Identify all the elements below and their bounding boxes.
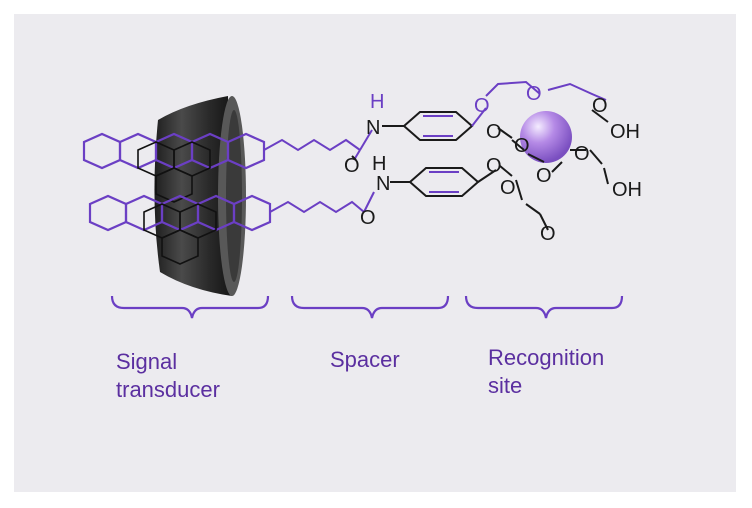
lower-nh-label: H [372, 153, 386, 175]
carbonyl-o-low: O [540, 223, 556, 245]
label-signal-line2: transducer [116, 376, 220, 404]
brace-signal-transducer [112, 296, 268, 318]
ring-o-mid: O [574, 143, 590, 165]
upper-phenyl [404, 112, 472, 140]
label-signal-transducer: Signal transducer [116, 348, 220, 404]
label-spacer: Spacer [330, 346, 400, 374]
lower-amide: H N O [360, 153, 410, 229]
upper-nh-label: H [370, 91, 384, 113]
label-recognition-line1: Recognition [488, 344, 604, 372]
ring-o-left1: O [486, 121, 502, 143]
cyclodextrin-cylinder [154, 96, 246, 296]
ring-o-bottom: O [536, 165, 552, 187]
label-signal-line1: Signal [116, 348, 220, 376]
ester-o-upper: O [486, 155, 502, 177]
lower-spacer-chain [270, 192, 374, 212]
upper-carbonyl-o-label: O [344, 155, 360, 177]
lower-phenyl [410, 168, 478, 196]
ring-o-top: O [474, 95, 490, 117]
ring-o-top2: O [526, 83, 542, 105]
oh-lower-label: OH [612, 179, 642, 201]
ester-o-lower: O [500, 177, 516, 199]
ring-o-left2: O [514, 135, 530, 157]
recognition-atoms: O O O O O O O OH OH O O O [474, 83, 642, 245]
ring-o-right: O [592, 95, 608, 117]
brace-spacer [292, 296, 448, 318]
label-recognition-site: Recognition site [488, 344, 604, 400]
lower-carbonyl-o-label: O [360, 207, 376, 229]
label-recognition-line2: site [488, 372, 604, 400]
oh-upper-label: OH [610, 121, 640, 143]
brace-recognition-site [466, 296, 622, 318]
lower-n-label: N [376, 173, 390, 195]
upper-n-label: N [366, 117, 380, 139]
